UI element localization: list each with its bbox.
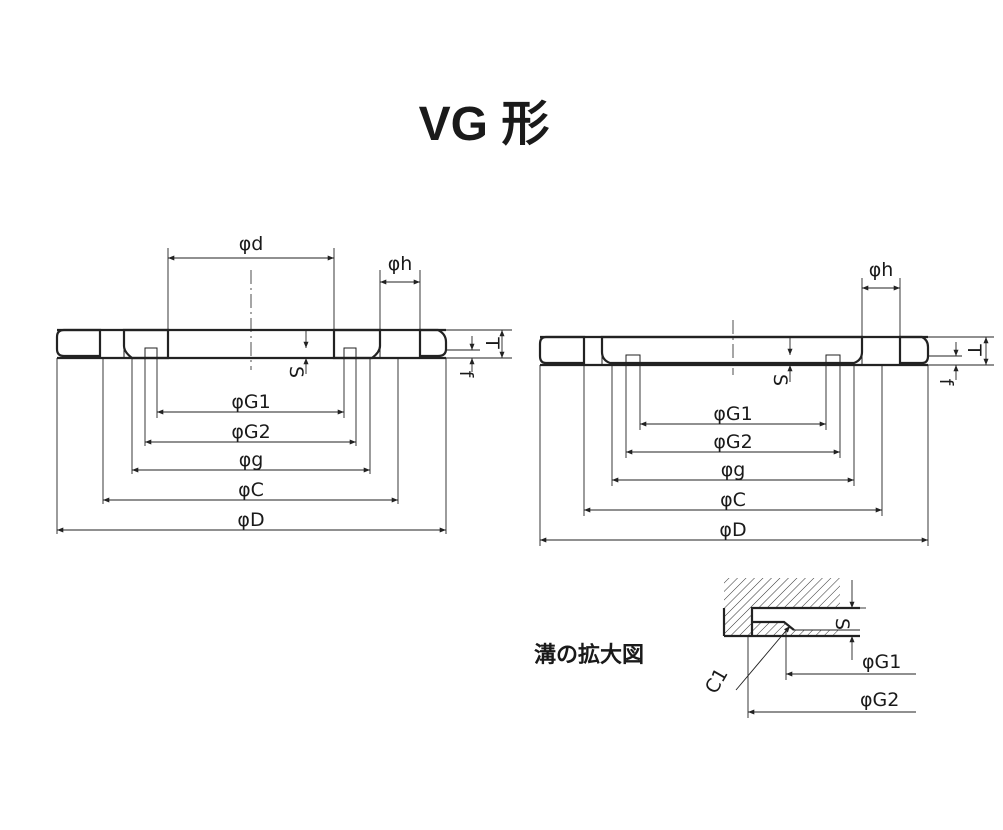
right-g1-label: φG1 [713, 403, 752, 425]
left-section-right [418, 328, 448, 358]
detail-g1-label: φG1 [862, 651, 901, 673]
left-g-label: φg [239, 449, 264, 471]
right-c-label: φC [720, 489, 746, 511]
left-flange-view: φd φh T f S φG1 φG2 [55, 233, 512, 534]
left-t-label: T [481, 336, 503, 349]
left-h-label: φh [388, 253, 413, 275]
right-section-body [538, 335, 586, 365]
left-dd-label: φD [237, 509, 264, 531]
detail-s-label: S [831, 618, 853, 630]
left-section-inner-left [122, 328, 170, 360]
right-g2-label: φG2 [713, 431, 752, 453]
right-f-label: f [935, 379, 957, 387]
page-title: VG 形 [419, 98, 550, 151]
right-flange-view: φh T f S φG1 φG2 φg φC φD [538, 259, 994, 546]
left-c-label: φC [238, 479, 264, 501]
detail-c1-label: C1 [701, 665, 733, 698]
groove-detail-view: 溝の拡大図 S C1 φG1 φG2 [534, 578, 916, 718]
left-s-label: S [285, 366, 307, 378]
right-t-label: T [963, 343, 985, 356]
left-f-label: f [455, 371, 477, 379]
right-dd-label: φD [719, 519, 746, 541]
left-section-left [55, 328, 102, 358]
detail-g2-label: φG2 [860, 689, 899, 711]
left-g2-label: φG2 [231, 421, 270, 443]
right-section-center [600, 335, 864, 365]
right-s-label: S [769, 374, 791, 386]
left-d-label: φd [239, 233, 264, 255]
detail-title: 溝の拡大図 [534, 642, 644, 668]
left-g1-label: φG1 [231, 391, 270, 413]
right-h-label: φh [869, 259, 894, 281]
left-section-inner-right [332, 328, 382, 360]
right-g-label: φg [721, 459, 746, 481]
right-section-right [898, 335, 930, 365]
